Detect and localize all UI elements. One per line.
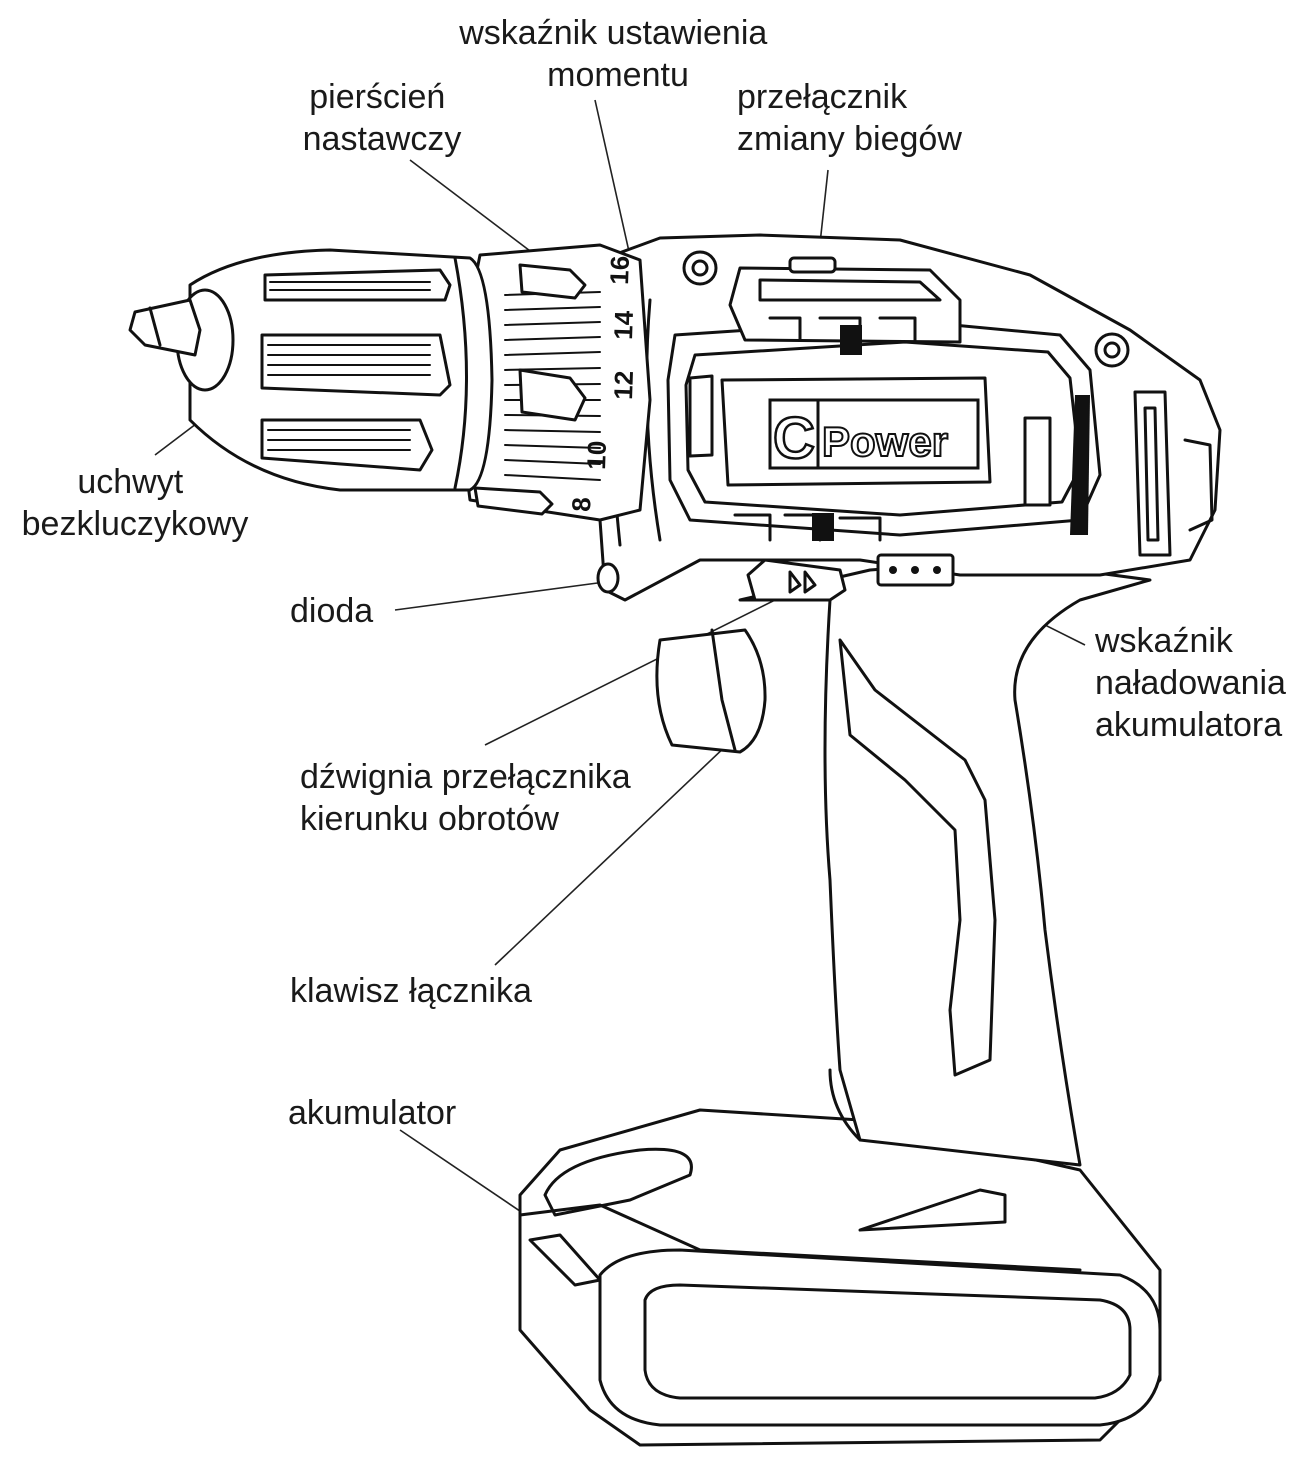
brand-mark: C <box>773 406 815 471</box>
handle <box>738 558 1152 1167</box>
label-charge-indicator: wskaźnik naładowania akumulatora <box>1094 622 1295 744</box>
torque-ring: 8 10 12 14 16 <box>453 243 652 522</box>
charge-indicator <box>876 553 955 587</box>
label-trigger: klawisz łącznika <box>290 972 532 1010</box>
brand-name: Power <box>822 418 948 465</box>
label-gear-switch: przełącznik zmiany biegów <box>737 78 962 158</box>
trigger <box>655 628 767 754</box>
label-keyless-chuck: uchwyt bezkluczykowy <box>22 463 249 543</box>
dial-number-8: 8 <box>566 497 596 513</box>
direction-lever <box>746 558 847 602</box>
dial-number-10: 10 <box>581 440 612 470</box>
brand-logo: C Power <box>768 398 980 472</box>
keyless-chuck <box>128 248 494 492</box>
dial-number-12: 12 <box>608 370 639 400</box>
battery-pack <box>518 1108 1162 1447</box>
callout-labels: wskaźnik ustawienia momentu pierścień na… <box>22 14 1295 1132</box>
label-led: dioda <box>290 592 373 630</box>
label-battery: akumulator <box>288 1094 456 1132</box>
label-torque-indicator: wskaźnik ustawienia momentu <box>458 14 776 94</box>
label-direction-lever: dźwignia przełącznika kierunku obrotów <box>300 758 640 838</box>
label-adjust-ring: pierścień nastawczy <box>303 78 462 158</box>
dial-number-16: 16 <box>604 255 635 285</box>
dial-number-14: 14 <box>608 310 639 340</box>
